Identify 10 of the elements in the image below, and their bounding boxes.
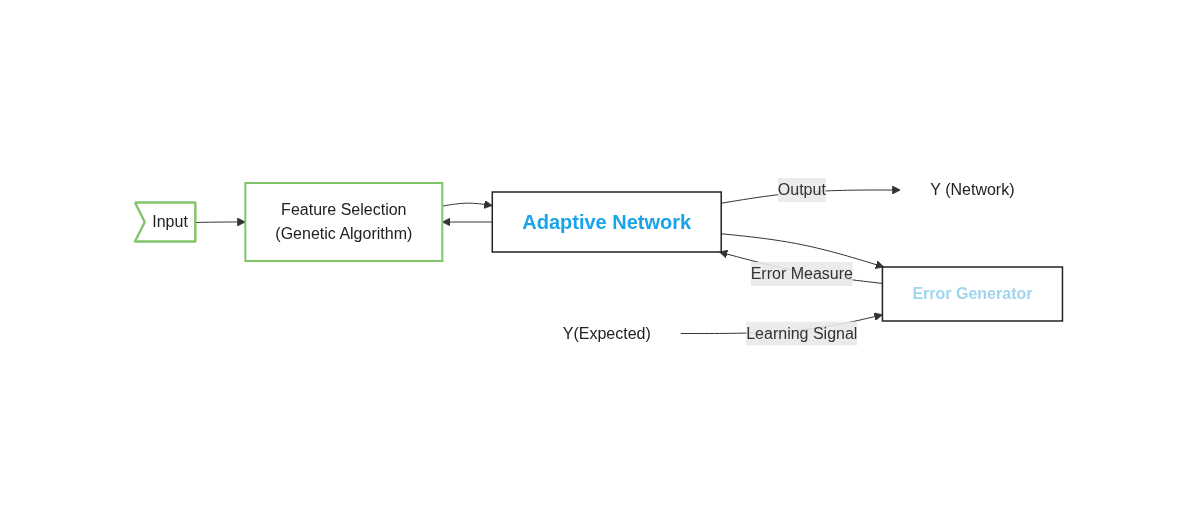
node-box: Feature Selection (Genetic Algorithm) [244, 181, 444, 262]
edge-label: Error Measure [750, 264, 853, 282]
node-text: Y (Network) [930, 180, 1015, 198]
arrow [720, 233, 884, 269]
node-box: Error Generator [881, 266, 1063, 322]
node-box: Adaptive Network [491, 191, 722, 253]
edge-label: Learning Signal [745, 324, 858, 342]
node-text: Y(Expected) [562, 324, 651, 342]
arrow [195, 217, 246, 227]
edge-label: Output [777, 180, 826, 198]
